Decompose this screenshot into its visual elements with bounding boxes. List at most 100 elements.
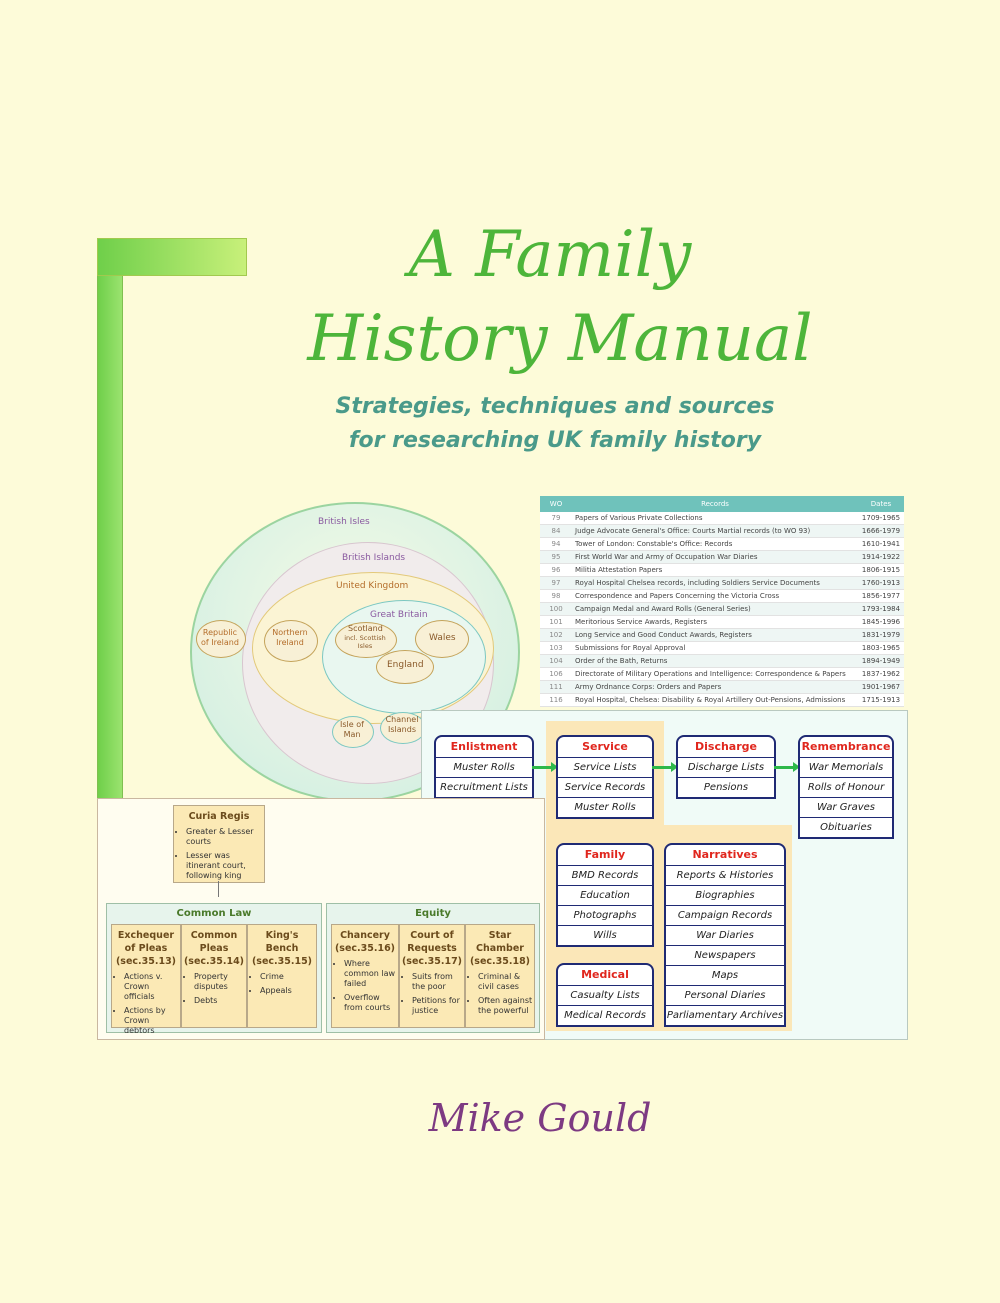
list-item: Newspapers [666, 946, 784, 966]
category-medical: Medical Casualty Lists Medical Records [556, 963, 654, 1027]
label-republic-of-ireland: Republic of Ireland [201, 628, 239, 647]
court-bullet: Actions v. Crown officials [124, 972, 180, 1002]
northern-ireland-ellipse [264, 620, 318, 662]
court-bullet: Overflow from courts [344, 993, 398, 1013]
records-cell: Order of the Bath, Returns [572, 654, 858, 668]
records-cell: Judge Advocate General's Office: Courts … [572, 524, 858, 538]
court-heading: Exchequer of Pleas (sec.35.13) [115, 930, 177, 967]
court-bullet: Suits from the poor [412, 972, 464, 992]
wo-number-cell: 106 [540, 667, 572, 681]
dates-cell: 1831-1979 [858, 628, 904, 642]
list-item: Campaign Records [666, 906, 784, 926]
subtitle-line1: Strategies, techniques and sources [335, 394, 775, 419]
dates-cell: 1709-1965 [858, 512, 904, 525]
list-item: Pensions [703, 782, 749, 793]
dates-cell: 1610-1941 [858, 537, 904, 551]
category-header: Family [558, 845, 652, 866]
list-item: Obituaries [820, 822, 872, 833]
wo-number-cell: 95 [540, 550, 572, 564]
records-cell: Directorate of Military Operations and I… [572, 667, 858, 681]
court-of-requests: Court of Requests (sec.35.17) Suits from… [399, 924, 465, 1028]
records-cell: Submissions for Royal Approval [572, 641, 858, 655]
category-narratives: Narratives Reports & Histories Biographi… [664, 843, 786, 1027]
court-star-chamber: Star Chamber (sec.35.18) Criminal & civi… [465, 924, 535, 1028]
records-cell: Royal Hospital, Chelsea: Disability & Ro… [572, 693, 858, 707]
list-item: Medical Records [564, 1010, 646, 1021]
records-cell: Royal Hospital Chelsea records, includin… [572, 576, 858, 590]
category-header: Remembrance [800, 737, 892, 758]
dates-cell: 1894-1949 [858, 654, 904, 668]
court-bullet: Criminal & civil cases [478, 972, 534, 992]
list-item: War Graves [800, 798, 892, 818]
records-cell: Long Service and Good Conduct Awards, Re… [572, 628, 858, 642]
label-british-islands: British Islands [342, 553, 406, 563]
category-service: Service Service Lists Service Records Mu… [556, 735, 654, 819]
category-header: Narratives [666, 845, 784, 866]
british-isles-diagram: British Isles British Islands United Kin… [190, 502, 520, 802]
records-cell: First World War and Army of Occupation W… [572, 550, 858, 564]
wo-number-cell: 79 [540, 512, 572, 525]
book-title-line2: History Manual [307, 302, 813, 376]
group-common-law: Common Law Exchequer of Pleas (sec.35.13… [106, 903, 322, 1035]
court-bullet: Petitions for justice [412, 996, 464, 1016]
list-item: Photographs [558, 906, 652, 926]
label-isle-of-man: Isle of Man [340, 720, 364, 739]
isle-of-man-ellipse [332, 716, 374, 748]
label-scotland: Scotland [348, 624, 383, 633]
english-courts-panel: Curia Regis Greater & Lesser courts Less… [97, 798, 545, 1040]
court-bullet: Lesser was itinerant court, following ki… [186, 851, 264, 881]
category-family: Family BMD Records Education Photographs… [556, 843, 654, 947]
list-item: Personal Diaries [666, 986, 784, 1006]
records-cell: Militia Attestation Papers [572, 563, 858, 577]
england-ellipse [376, 650, 434, 684]
court-bullet: Property disputes [194, 972, 246, 992]
republic-of-ireland-ellipse [196, 620, 246, 658]
list-item: Recruitment Lists [440, 782, 528, 793]
dates-cell: 1845-1996 [858, 615, 904, 629]
flag-pole-graphic [97, 238, 123, 800]
court-common-pleas: Common Pleas (sec.35.14) Property disput… [181, 924, 247, 1028]
wo-number-cell: 102 [540, 628, 572, 642]
court-bullet: Greater & Lesser courts [186, 827, 264, 847]
list-item: Wills [593, 930, 617, 941]
arrow-service-discharge [652, 762, 678, 772]
group-heading: Equity [415, 908, 451, 919]
wo-number-cell: 111 [540, 680, 572, 694]
label-wales: Wales [429, 633, 456, 643]
label-scotland-note: incl. Scottish Isles [344, 634, 386, 650]
wo-number-cell: 96 [540, 563, 572, 577]
scotland-ellipse [335, 622, 397, 658]
court-bullet: Crime [260, 972, 316, 982]
list-item: Education [558, 886, 652, 906]
court-exchequer: Exchequer of Pleas (sec.35.13) Actions v… [111, 924, 181, 1035]
list-item: Service Lists [558, 758, 652, 778]
wo-number-cell: 94 [540, 537, 572, 551]
list-item: Casualty Lists [558, 986, 652, 1006]
wo-number-cell: 98 [540, 589, 572, 603]
records-cell: Tower of London: Constable's Office: Rec… [572, 537, 858, 551]
court-heading: Curia Regis [188, 811, 250, 822]
label-northern-ireland: Northern Ireland [272, 628, 308, 647]
list-item: Muster Rolls [436, 758, 532, 778]
list-item: Reports & Histories [666, 866, 784, 886]
group-heading: Common Law [176, 908, 252, 919]
book-title-line1: A Family [408, 218, 692, 292]
dates-cell: 1793-1984 [858, 602, 904, 616]
wo-number-cell: 100 [540, 602, 572, 616]
list-item: Discharge Lists [678, 758, 774, 778]
list-item: War Diaries [666, 926, 784, 946]
dates-cell: 1901-1967 [858, 680, 904, 694]
author-name: Mike Gould [428, 1096, 652, 1140]
court-curia-regis: Curia Regis Greater & Lesser courts Less… [173, 805, 265, 883]
records-cell: Meritorious Service Awards, Registers [572, 615, 858, 629]
wo-number-cell: 116 [540, 693, 572, 707]
table-header-row: WO Records Dates [540, 496, 904, 512]
